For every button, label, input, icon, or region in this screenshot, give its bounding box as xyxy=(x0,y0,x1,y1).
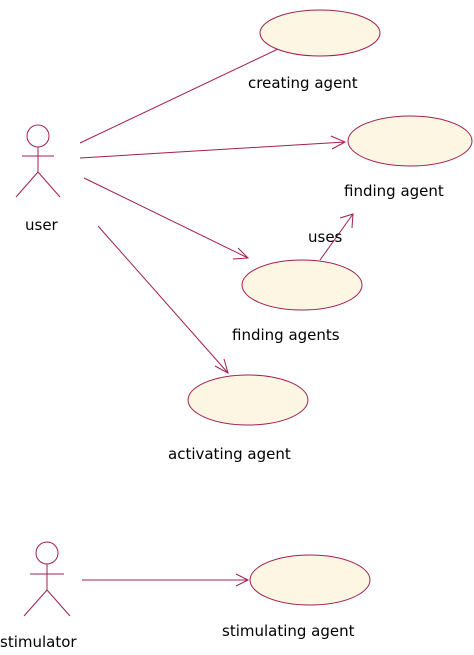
association-user-activating-agent-arrowhead xyxy=(214,358,229,375)
actor-user-figure[interactable] xyxy=(15,124,61,198)
actor-stimulator-right-leg xyxy=(46,589,71,617)
uses-finding-agents-finding-agent xyxy=(319,213,354,261)
actor-user-left-leg xyxy=(15,171,39,198)
association-user-activating-agent xyxy=(97,225,229,374)
use-case-finding-agent[interactable] xyxy=(347,115,473,167)
use-case-label-stimulating-agent: stimulating agent xyxy=(222,622,355,640)
relationship-label-uses: uses xyxy=(308,228,343,246)
use-case-finding-agents[interactable] xyxy=(241,259,363,311)
association-stimulator-stimulating-agent-arrowhead xyxy=(235,573,250,587)
use-case-activating-agent[interactable] xyxy=(187,374,309,426)
actor-stimulator-left-leg xyxy=(23,589,48,617)
actor-stimulator-figure[interactable] xyxy=(23,541,71,617)
association-user-finding-agent-arrowhead xyxy=(330,135,347,150)
association-user-finding-agents-arrowhead xyxy=(232,247,250,260)
association-user-finding-agent xyxy=(79,141,346,159)
actor-user-head xyxy=(26,124,50,148)
actor-label-user: user xyxy=(25,216,58,234)
use-case-creating-agent[interactable] xyxy=(259,9,381,57)
use-case-stimulating-agent[interactable] xyxy=(249,554,371,606)
use-case-label-finding-agents: finding agents xyxy=(232,326,340,344)
association-user-finding-agents xyxy=(83,177,249,259)
actor-stimulator-head xyxy=(35,541,59,565)
actor-user-right-leg xyxy=(37,171,61,198)
use-case-label-creating-agent: creating agent xyxy=(248,74,358,92)
uses-finding-agents-finding-agent-arrowhead xyxy=(339,213,354,229)
use-case-label-finding-agent: finding agent xyxy=(344,182,444,200)
use-cases xyxy=(187,9,473,606)
use-case-label-activating-agent: activating agent xyxy=(168,445,291,463)
actor-label-stimulator: stimulator xyxy=(0,633,77,651)
